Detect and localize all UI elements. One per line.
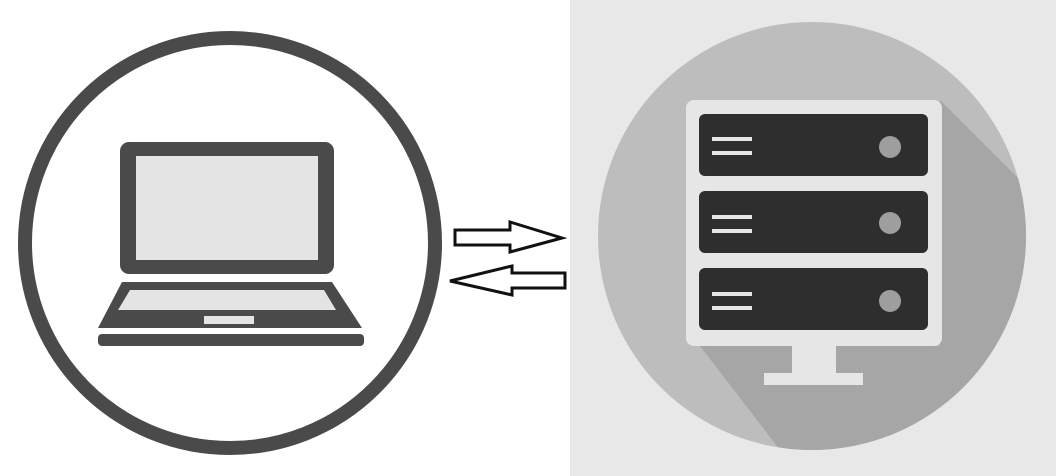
arrow-right-icon xyxy=(453,219,568,254)
laptop-keyboard xyxy=(118,290,336,310)
server-rack-line xyxy=(712,151,752,155)
laptop-touchpad xyxy=(204,316,254,324)
server-rack-unit xyxy=(699,191,928,253)
server-status-light xyxy=(879,290,901,312)
server-rack-line xyxy=(712,229,752,233)
connection-arrows xyxy=(449,219,568,297)
server-rack-line xyxy=(712,215,752,219)
server-status-light xyxy=(879,212,901,234)
server-icon xyxy=(686,100,942,385)
laptop-bottom-bar xyxy=(98,334,364,346)
server-rack-unit xyxy=(699,268,928,330)
server-node xyxy=(598,22,1026,450)
laptop-screen xyxy=(136,156,318,260)
server-status-light xyxy=(879,136,901,158)
server-rack-line xyxy=(712,292,752,296)
laptop-node xyxy=(18,31,442,455)
arrow-left-icon xyxy=(449,264,567,297)
server-rack-unit xyxy=(699,114,928,176)
server-stand-neck xyxy=(792,346,836,374)
server-rack-line xyxy=(712,306,752,310)
server-rack-line xyxy=(712,137,752,141)
laptop-icon xyxy=(98,142,364,346)
server-stand-base xyxy=(764,373,863,385)
